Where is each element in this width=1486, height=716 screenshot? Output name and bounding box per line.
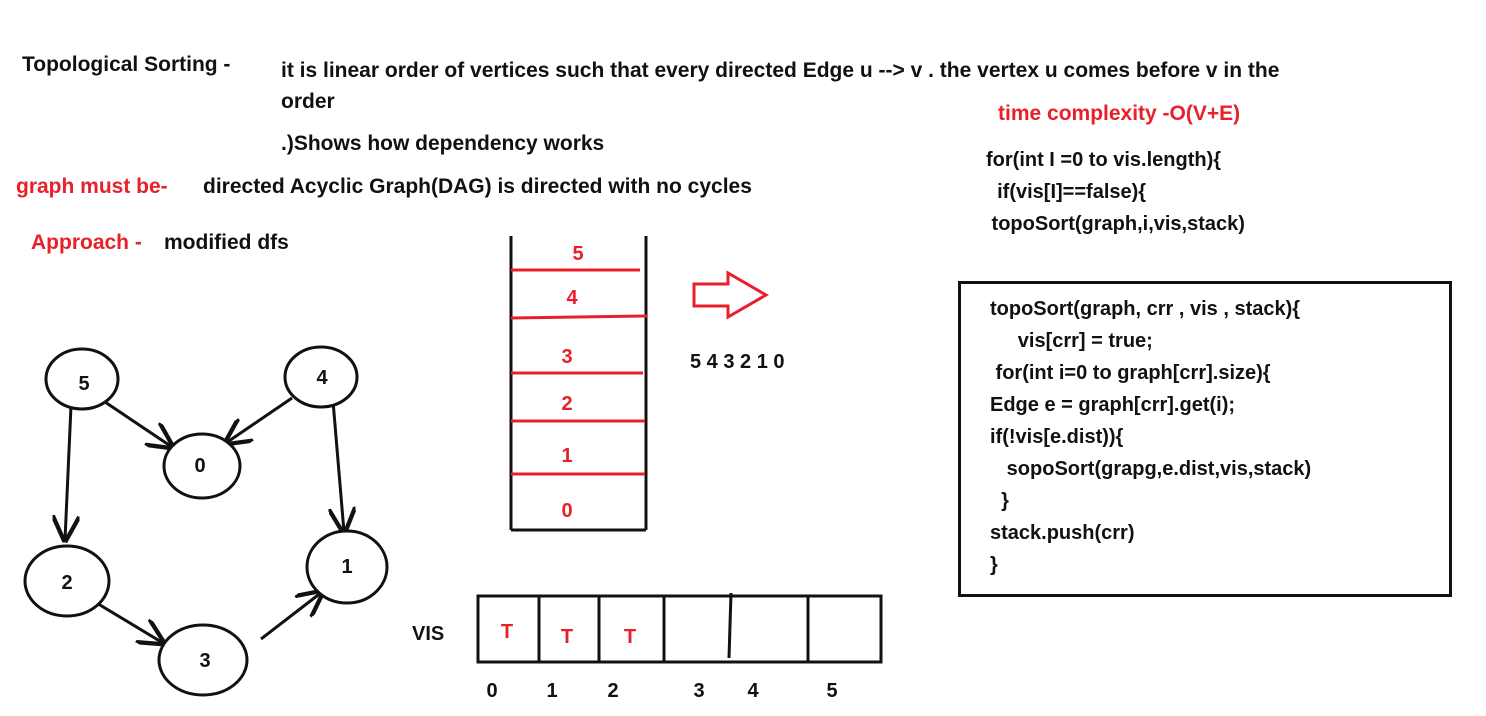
graph-node-3 xyxy=(157,623,249,697)
edge-5-to-0 xyxy=(104,400,172,447)
graph-node-2 xyxy=(23,544,111,618)
graph-node-1 xyxy=(305,529,389,605)
vis-cell: T xyxy=(561,626,573,648)
graph-node-label: 5 xyxy=(78,373,89,395)
graph-node-label: 0 xyxy=(194,455,205,477)
graph-nodes xyxy=(23,345,389,697)
stack-item: 2 xyxy=(561,393,572,415)
function-code-line: topoSort(graph, crr , vis , stack){ xyxy=(990,298,1301,320)
output-arrow-icon xyxy=(692,270,769,320)
edge-5-to-2 xyxy=(65,405,71,540)
function-code-line: } xyxy=(990,490,1009,512)
graph-requirement-value: directed Acyclic Graph(DAG) is directed … xyxy=(203,175,752,198)
stack-item: 0 xyxy=(561,500,572,522)
vis-index: 1 xyxy=(546,680,557,702)
graph-node-label: 3 xyxy=(199,650,210,672)
function-code-line: } xyxy=(990,554,998,576)
definition-line-1: it is linear order of vertices such that… xyxy=(281,59,1280,82)
stack-item: 3 xyxy=(561,346,572,368)
graph-requirement-label: graph must be- xyxy=(16,175,168,198)
driver-code-line: topoSort(graph,i,vis,stack) xyxy=(986,213,1245,235)
vis-label: VIS xyxy=(412,623,444,645)
time-complexity: time complexity -O(V+E) xyxy=(998,102,1241,125)
approach-label: Approach - xyxy=(31,231,142,254)
graph-node-label: 2 xyxy=(61,572,72,594)
vis-index: 2 xyxy=(607,680,618,702)
vis-index: 5 xyxy=(826,680,837,702)
stack-item: 5 xyxy=(572,243,583,265)
topo-sort-code-box xyxy=(958,281,1452,597)
stack-item: 1 xyxy=(561,445,572,467)
edge-4-to-0 xyxy=(226,396,293,443)
definition-line-2: order xyxy=(281,90,335,113)
stack-item: 4 xyxy=(566,287,578,309)
function-code-line: for(int i=0 to graph[crr].size){ xyxy=(990,362,1271,384)
driver-code-line: for(int I =0 to vis.length){ xyxy=(986,149,1222,171)
graph-node-4 xyxy=(283,345,359,409)
graph-node-label: 1 xyxy=(341,556,352,578)
vis-array xyxy=(476,592,883,664)
vis-index: 3 xyxy=(693,680,704,702)
edge-2-to-3 xyxy=(94,600,163,643)
graph-node-0 xyxy=(162,432,242,500)
graph-node-label: 4 xyxy=(316,367,328,389)
result-order: 5 4 3 2 1 0 xyxy=(690,351,785,373)
function-code-line: if(!vis[e.dist)){ xyxy=(990,426,1124,448)
edge-3-to-1 xyxy=(260,592,322,641)
topic-title: Topological Sorting - xyxy=(22,53,231,76)
driver-code-line: if(vis[I]==false){ xyxy=(986,181,1147,203)
vis-cell: T xyxy=(501,621,513,643)
graph-node-5 xyxy=(44,347,120,411)
function-code-line: Edge e = graph[crr].get(i); xyxy=(990,394,1236,416)
function-code-line: sopoSort(grapg,e.dist,vis,stack) xyxy=(990,458,1312,480)
stack-container xyxy=(509,236,648,532)
edge-4-to-1 xyxy=(333,400,344,532)
function-code-line: vis[crr] = true; xyxy=(990,330,1153,352)
approach-value: modified dfs xyxy=(164,231,289,254)
function-code-line: stack.push(crr) xyxy=(990,522,1135,544)
vis-index: 4 xyxy=(747,680,759,702)
stack-dividers xyxy=(510,268,648,476)
vis-cell: T xyxy=(624,626,636,648)
graph-edges xyxy=(65,396,344,643)
vis-index: 0 xyxy=(486,680,497,702)
dependency-note: .)Shows how dependency works xyxy=(281,132,605,155)
